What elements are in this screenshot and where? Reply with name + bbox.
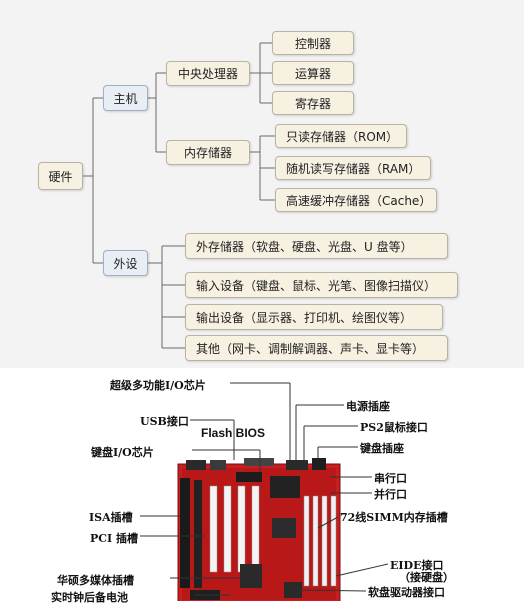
hardware-tree-diagram: 硬件 主机 外设 中央处理器 内存储器 控制器 运算器 寄存器 只读存储器（RO… xyxy=(0,0,524,368)
node-rom: 只读存储器（ROM） xyxy=(275,124,407,148)
node-cpu: 中央处理器 xyxy=(166,61,250,86)
label-ps2-mouse-port: PS2鼠标接口 xyxy=(360,421,428,434)
label-eide-note: （接硬盘） xyxy=(399,571,454,584)
label-isa-slot: ISA插槽 xyxy=(89,511,133,524)
node-cache: 高速缓冲存储器（Cache） xyxy=(275,188,437,212)
node-output-devices: 输出设备（显示器、打印机、绘图仪等） xyxy=(185,304,443,330)
label-flash-bios: Flash BIOS xyxy=(201,426,266,440)
node-controller: 控制器 xyxy=(272,31,354,55)
node-ram: 随机读写存储器（RAM） xyxy=(275,156,431,180)
label-rtc-battery: 实时钟后备电池 xyxy=(51,591,128,604)
label-keyboard-io-chip: 键盘I/O芯片 xyxy=(91,446,154,459)
tree-connectors xyxy=(83,42,275,349)
node-peripheral: 外设 xyxy=(103,250,148,276)
label-usb-port: USB接口 xyxy=(140,415,189,428)
label-keyboard-socket: 键盘插座 xyxy=(360,442,404,455)
label-floppy-port: 软盘驱动器接口 xyxy=(368,586,445,599)
label-super-io-chip: 超级多功能I/O芯片 xyxy=(110,379,206,392)
label-simm-slot: 72线SIMM内存插槽 xyxy=(340,511,448,524)
node-alu: 运算器 xyxy=(272,61,354,85)
label-eide-port: EIDE接口 xyxy=(390,559,444,572)
node-input-devices: 输入设备（键盘、鼠标、光笔、图像扫描仪） xyxy=(185,272,458,298)
node-host: 主机 xyxy=(103,85,148,111)
node-external-storage: 外存储器（软盘、硬盘、光盘、U 盘等） xyxy=(185,233,448,259)
node-register: 寄存器 xyxy=(272,91,354,115)
label-parallel-port: 并行口 xyxy=(374,488,407,501)
motherboard-drawing xyxy=(140,382,389,601)
label-multimedia-slot: 华硕多媒体插槽 xyxy=(57,574,134,587)
motherboard-diagram: 超级多功能I/O芯片 USB接口 Flash BIOS 键盘I/O芯片 ISA插… xyxy=(0,368,524,604)
label-serial-port: 串行口 xyxy=(374,472,407,485)
label-pci-slot: PCI 插槽 xyxy=(90,532,139,545)
node-other: 其他（网卡、调制解调器、声卡、显卡等） xyxy=(185,335,448,361)
node-memory: 内存储器 xyxy=(166,140,250,165)
label-power-socket: 电源插座 xyxy=(346,400,390,413)
root-node-hardware: 硬件 xyxy=(38,162,83,190)
